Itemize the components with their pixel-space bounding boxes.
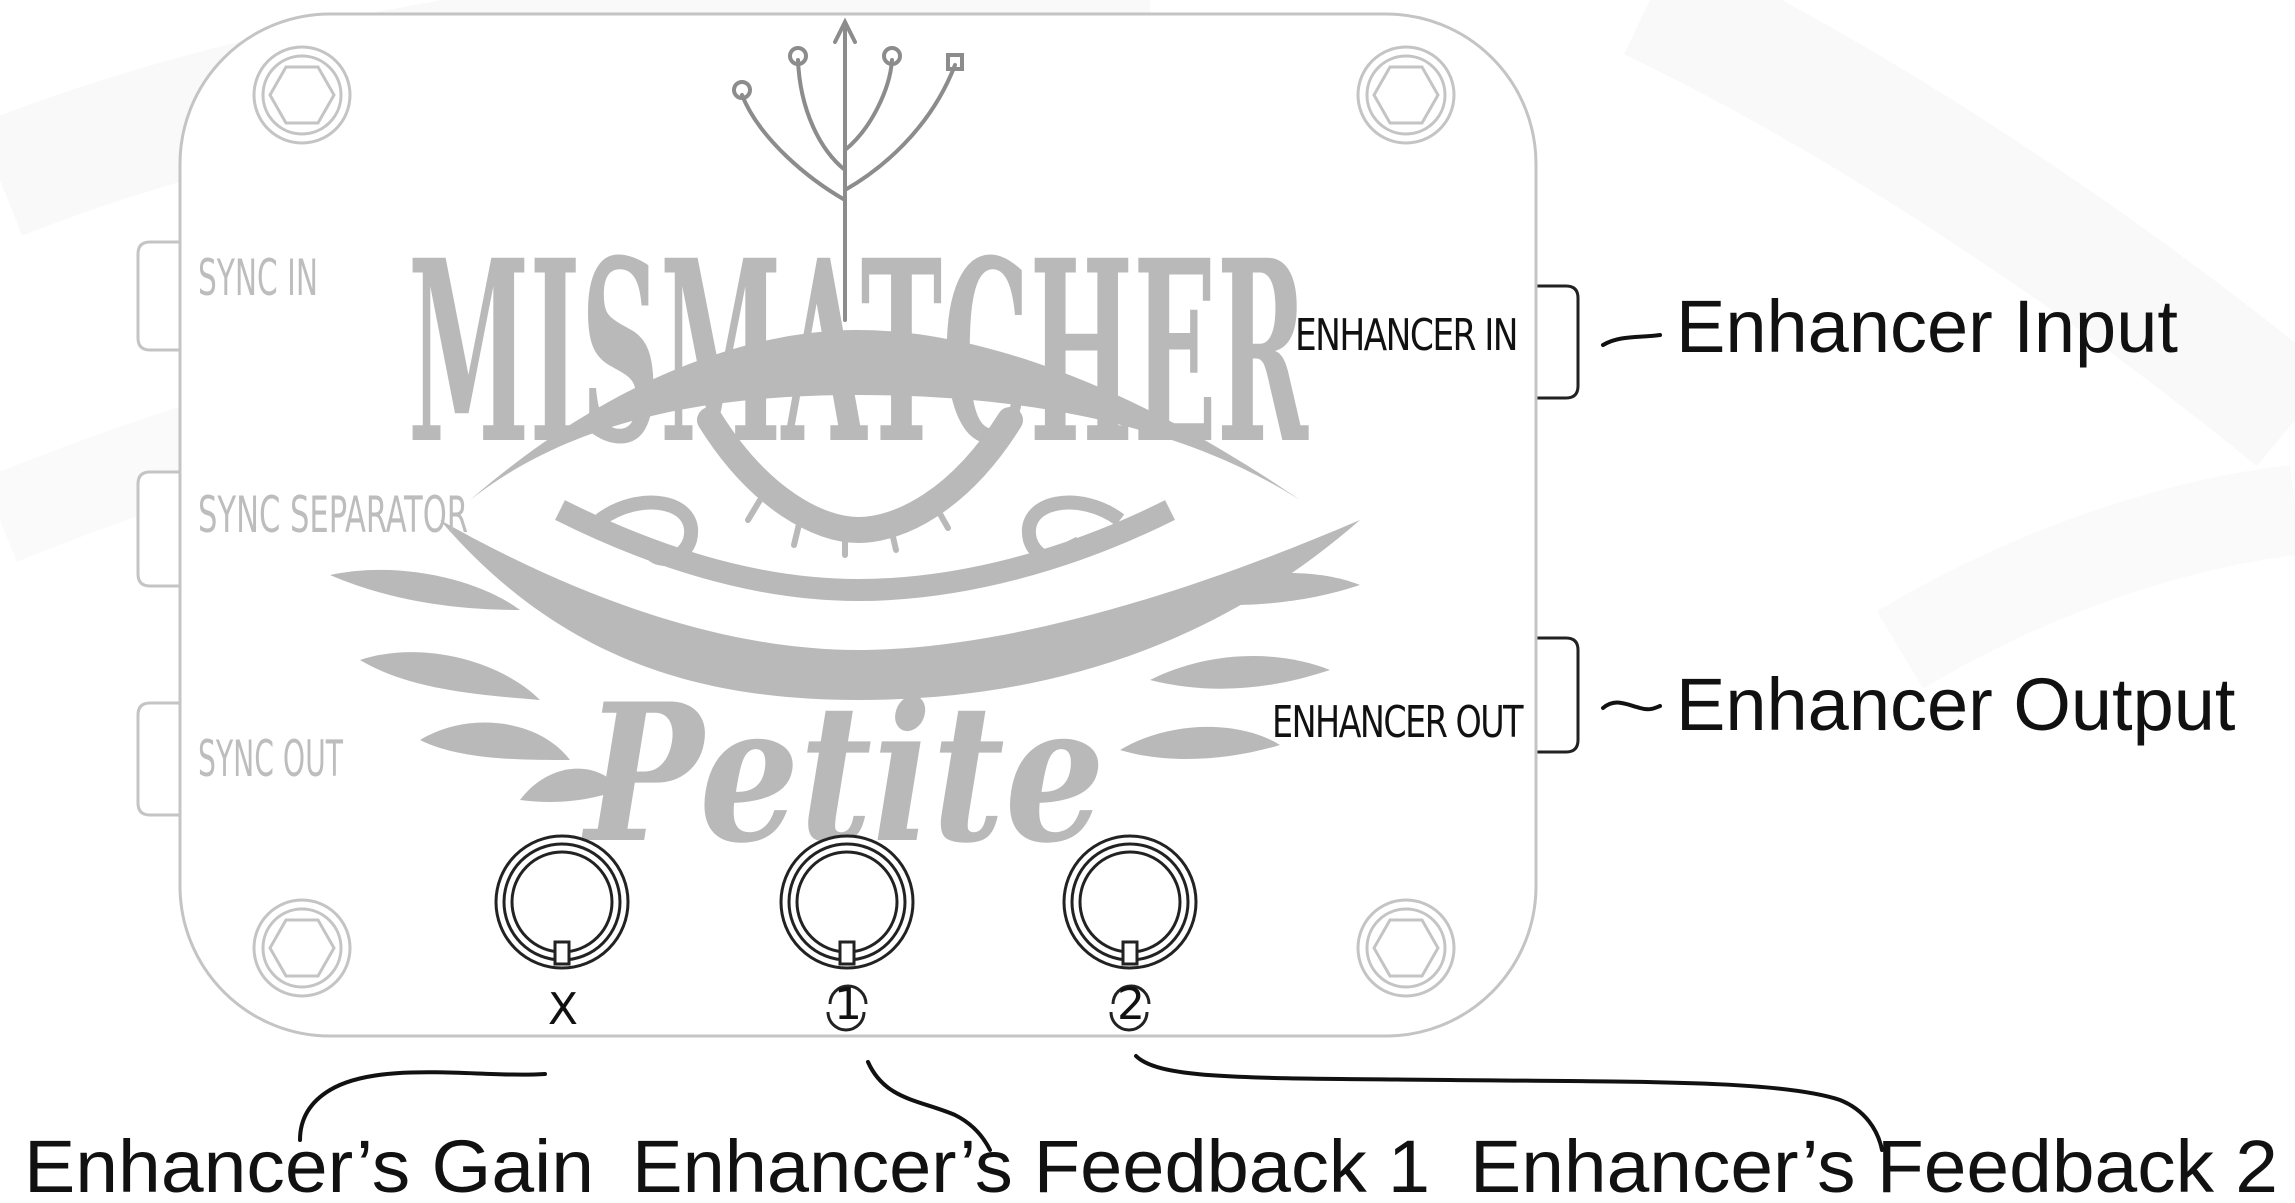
leader-enhancer-output [1601, 700, 1662, 712]
eye-rays [745, 497, 951, 558]
jack-label-sync-in: SYNC IN [198, 249, 318, 307]
feedback-2-symbol: 2 [1109, 979, 1151, 1032]
callout-enhancer-input: Enhancer Input [1676, 285, 2178, 368]
cycle-arrows-icon [826, 984, 868, 1032]
knob-gain[interactable] [494, 834, 630, 970]
corner-screws [252, 45, 1456, 998]
right-jack-labels: ENHANCER IN ENHANCER OUT [1272, 310, 1526, 748]
screw-top-right [1356, 45, 1456, 145]
screw-bottom-right [1356, 898, 1456, 998]
antenna-icon [732, 17, 964, 322]
eye-swirl-right [1021, 495, 1125, 566]
knob-feedback-1-symbol: 1 [834, 979, 860, 1030]
eye-lid-lower [440, 520, 1360, 700]
right-jack-tabs [1536, 284, 1580, 754]
leader-gain [298, 1070, 547, 1142]
jack-label-enhancer-out: ENHANCER OUT [1272, 697, 1524, 748]
left-jack-labels: SYNC IN SYNC SEPARATOR SYNC OUT [198, 249, 468, 788]
leader-enhancer-input [1601, 333, 1662, 347]
logo-artwork: MISMATCHER Petite [330, 17, 1360, 885]
eye-lid-upper [470, 330, 1300, 500]
leader-feedback-2 [1134, 1054, 1884, 1152]
eye-swirl-left [595, 495, 699, 566]
callout-gain: Enhancer’s Gain [24, 1125, 594, 1203]
cycle-arrows-icon [1109, 984, 1151, 1032]
screw-top-left [252, 45, 352, 145]
knob-feedback-2[interactable] [1062, 834, 1198, 970]
leader-feedback-1 [866, 1060, 992, 1152]
callout-enhancer-output: Enhancer Output [1676, 663, 2236, 746]
feedback-1-symbol: 1 [826, 979, 868, 1032]
eye-arc [697, 407, 1023, 544]
knob-gain-symbol: X [548, 984, 577, 1035]
knob-feedback-2-symbol: 2 [1117, 979, 1143, 1030]
callout-leaders [298, 333, 1884, 1152]
callout-feedback-2: Enhancer’s Feedback 2 [1470, 1125, 2278, 1203]
left-jack-tabs [136, 240, 180, 817]
knob-feedback-1[interactable] [779, 834, 915, 970]
jack-label-enhancer-in: ENHANCER IN [1295, 310, 1517, 361]
callout-feedback-1: Enhancer’s Feedback 1 [632, 1125, 1430, 1203]
jack-label-sync-out: SYNC OUT [198, 730, 343, 788]
jack-label-sync-separator: SYNC SEPARATOR [198, 486, 468, 544]
screw-bottom-left [252, 898, 352, 998]
petals [330, 569, 1360, 802]
